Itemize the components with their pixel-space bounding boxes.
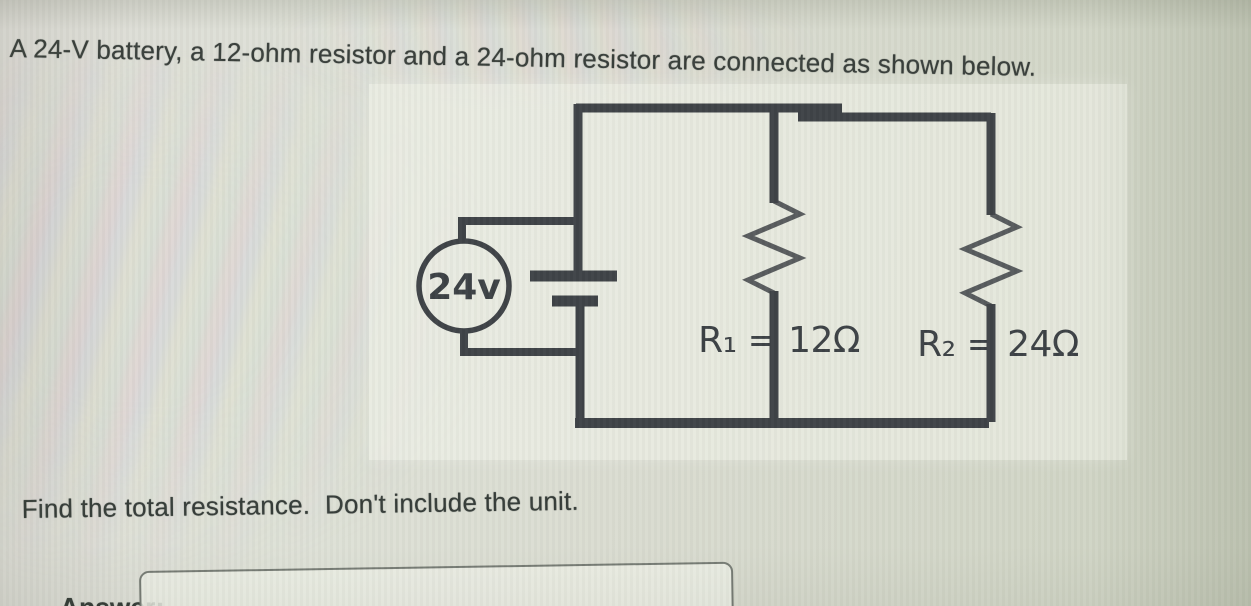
answer-label: Answer:	[60, 592, 165, 606]
wire-source-bottom	[460, 329, 584, 356]
resistor2-label: R₂ = 24Ω	[917, 324, 1079, 365]
resistor2-zigzag	[958, 211, 1024, 309]
battery-source-label: 24v	[427, 267, 501, 308]
resistor1-zigzag	[741, 198, 807, 296]
resistor1-label: R₁ = 12Ω	[698, 320, 860, 361]
circuit-panel	[369, 84, 1127, 460]
wire-source-top	[458, 217, 580, 243]
